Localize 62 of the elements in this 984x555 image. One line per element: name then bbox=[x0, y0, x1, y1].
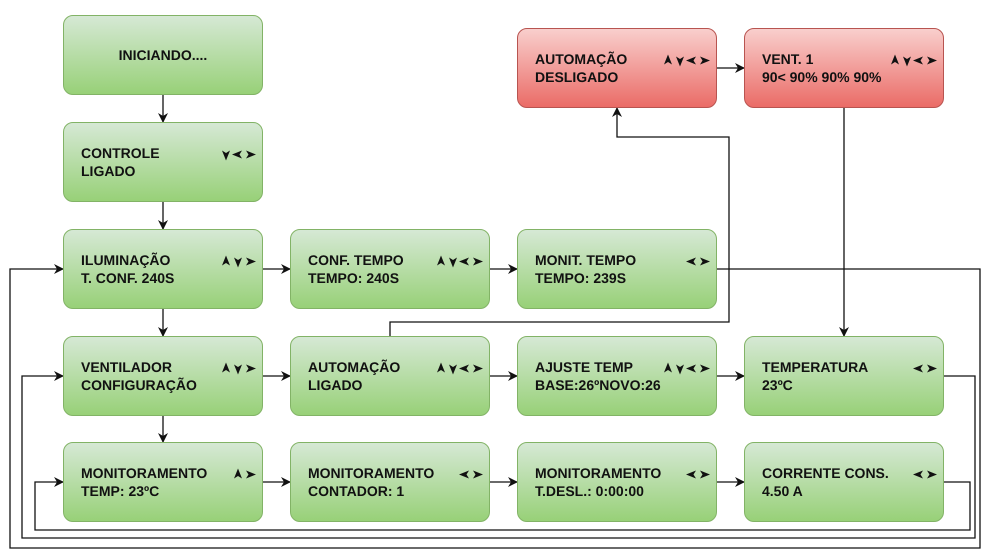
screen-box bbox=[63, 15, 263, 95]
screen-box bbox=[63, 442, 263, 522]
screen-text: INICIANDO.... bbox=[118, 46, 208, 64]
screen-text: CONTROLE bbox=[81, 144, 160, 162]
arrow bbox=[158, 202, 168, 230]
screen-text: MONIT. TEMPO bbox=[535, 251, 636, 269]
screen-box bbox=[63, 229, 263, 309]
screen-text: CONTADOR: 1 bbox=[308, 482, 404, 500]
arrow bbox=[34, 477, 971, 531]
screen-text: LIGADO bbox=[308, 376, 362, 394]
arrow bbox=[839, 108, 849, 337]
screen-text: AUTOMAÇÃO bbox=[308, 358, 400, 376]
screen-text: VENTILADOR bbox=[81, 358, 172, 376]
screen-text: CONFIGURAÇÃO bbox=[81, 376, 197, 394]
screen-box bbox=[517, 336, 717, 416]
screen-text: TEMP: 23ºC bbox=[81, 482, 160, 500]
screen-box bbox=[290, 336, 490, 416]
screen-text: MONITORAMENTO bbox=[308, 464, 434, 482]
screen-text: DESLIGADO bbox=[535, 68, 618, 86]
arrow bbox=[490, 477, 518, 487]
screen-box bbox=[744, 442, 944, 522]
arrow bbox=[389, 107, 730, 336]
screen-text: TEMPO: 240S bbox=[308, 269, 400, 287]
screen-box bbox=[744, 28, 944, 108]
arrow bbox=[158, 309, 168, 337]
screen-text: 90< 90% 90% 90% bbox=[762, 68, 882, 86]
screen-text: CONF. TEMPO bbox=[308, 251, 404, 269]
screen-box bbox=[63, 122, 263, 202]
screen-box bbox=[290, 442, 490, 522]
arrow bbox=[263, 371, 291, 381]
screen-text: VENT. 1 bbox=[762, 50, 814, 68]
screen-text: ILUMINAÇÃO bbox=[81, 251, 170, 269]
screen-text: T.DESL.: 0:00:00 bbox=[535, 482, 644, 500]
screen-box bbox=[517, 28, 717, 108]
screen-box bbox=[63, 336, 263, 416]
arrow bbox=[263, 264, 291, 274]
arrow bbox=[158, 95, 168, 123]
screen-box bbox=[744, 336, 944, 416]
screen-box bbox=[290, 229, 490, 309]
screen-text: MONITORAMENTO bbox=[535, 464, 662, 482]
arrow bbox=[717, 477, 745, 487]
arrow bbox=[9, 264, 981, 549]
arrow bbox=[490, 371, 518, 381]
screen-text: TEMPO: 239S bbox=[535, 269, 626, 287]
screen-text: TEMPERATURA bbox=[762, 358, 868, 376]
arrow bbox=[717, 371, 745, 381]
screen-box bbox=[517, 229, 717, 309]
screen-text: LIGADO bbox=[81, 162, 136, 180]
arrow bbox=[263, 477, 291, 487]
screen-text: AJUSTE TEMP bbox=[535, 358, 634, 376]
screen-text: 4.50 A bbox=[762, 482, 803, 500]
screen-box bbox=[517, 442, 717, 522]
screen-text: CORRENTE CONS. bbox=[762, 464, 889, 482]
arrow bbox=[21, 371, 976, 539]
screen-text: BASE:26ºNOVO:26 bbox=[535, 376, 661, 394]
screen-text: T. CONF. 240S bbox=[81, 269, 174, 287]
screen-text: MONITORAMENTO bbox=[81, 464, 208, 482]
arrow bbox=[717, 63, 745, 73]
screen-text: AUTOMAÇÃO bbox=[535, 50, 628, 68]
arrow bbox=[490, 264, 518, 274]
screen-text: 23ºC bbox=[762, 376, 793, 394]
arrow bbox=[158, 416, 168, 443]
